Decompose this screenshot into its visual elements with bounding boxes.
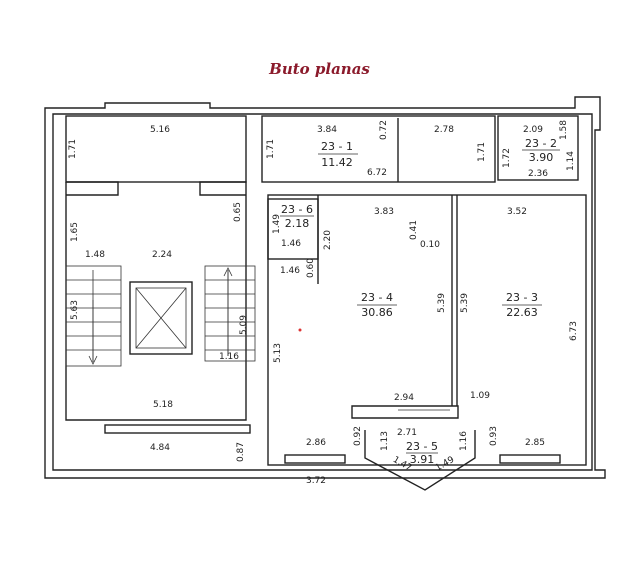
dim-label: 3.72 bbox=[306, 476, 326, 486]
room-23-5-id: 23 - 5 bbox=[406, 440, 438, 453]
dim-label: 0.10 bbox=[420, 240, 440, 250]
dim-label: 0.93 bbox=[489, 426, 499, 446]
dim-label: 4.84 bbox=[150, 443, 170, 453]
room-labels: 23 - 1 11.42 23 - 2 3.90 23 - 3 22.63 23… bbox=[280, 137, 560, 466]
dim-label: 0.41 bbox=[409, 220, 419, 240]
dim-label: 5.09 bbox=[239, 315, 249, 335]
dim-label: 3.52 bbox=[507, 207, 527, 217]
dim-label: 1.16 bbox=[219, 352, 239, 362]
room-23-6-id: 23 - 6 bbox=[281, 203, 313, 216]
dim-label: 5.39 bbox=[460, 293, 470, 313]
dim-label: 5.13 bbox=[273, 343, 283, 363]
room-23-4-id: 23 - 4 bbox=[361, 291, 393, 304]
dim-label: 6.73 bbox=[569, 321, 579, 341]
dim-label: 5.16 bbox=[150, 125, 170, 135]
room-23-1-id: 23 - 1 bbox=[321, 140, 353, 153]
stair-arrow-icon bbox=[88, 267, 233, 365]
dim-label: 2.71 bbox=[397, 428, 417, 438]
dim-label: 2.86 bbox=[306, 438, 326, 448]
dim-label: 3.84 bbox=[317, 125, 337, 135]
room-23-2-id: 23 - 2 bbox=[525, 137, 557, 150]
room-23-5-area: 3.91 bbox=[410, 453, 435, 466]
room-23-3-area: 22.63 bbox=[506, 306, 538, 319]
dim-label: 3.83 bbox=[374, 207, 394, 217]
dim-label: 5.63 bbox=[70, 300, 80, 320]
dim-label: 1.09 bbox=[470, 391, 490, 401]
marker-dot bbox=[298, 328, 302, 332]
room-23-2-area: 3.90 bbox=[529, 151, 554, 164]
plan-title: Buto planas bbox=[269, 60, 370, 78]
dim-label: 0.87 bbox=[236, 442, 246, 462]
dim-label: 0.65 bbox=[233, 202, 243, 222]
dim-label: 0.60 bbox=[306, 258, 316, 278]
dim-label: 1.71 bbox=[266, 139, 276, 159]
dim-label: 2.94 bbox=[394, 393, 414, 403]
dim-label: 1.46 bbox=[280, 266, 300, 276]
room-23-4-area: 30.86 bbox=[361, 306, 393, 319]
dim-label: 2.20 bbox=[323, 230, 333, 250]
dim-label: 1.14 bbox=[566, 151, 576, 171]
dim-label: 1.71 bbox=[477, 142, 487, 162]
dim-label: 1.13 bbox=[380, 431, 390, 451]
dim-label: 1.65 bbox=[70, 222, 80, 242]
dim-label: 1.49 bbox=[272, 214, 282, 234]
dim-label: 0.92 bbox=[353, 426, 363, 446]
dim-label: 1.48 bbox=[85, 250, 105, 260]
stair-hall bbox=[65, 115, 256, 434]
room-23-6-area: 2.18 bbox=[285, 217, 310, 230]
dim-label: 2.36 bbox=[528, 169, 548, 179]
dim-label: 2.78 bbox=[434, 125, 454, 135]
dim-label: 5.39 bbox=[437, 293, 447, 313]
room-23-3-id: 23 - 3 bbox=[506, 291, 538, 304]
dim-label: 2.85 bbox=[525, 438, 545, 448]
dim-label: 0.72 bbox=[379, 120, 389, 140]
dim-label: 1.16 bbox=[459, 431, 469, 451]
dim-label: 6.72 bbox=[367, 168, 387, 178]
dim-label: 1.58 bbox=[559, 120, 569, 140]
dim-label: 1.72 bbox=[502, 148, 512, 168]
dimension-labels: 5.16 1.71 3.84 0.72 2.78 2.09 1.58 1.71 … bbox=[68, 120, 579, 486]
dim-label: 2.24 bbox=[152, 250, 172, 260]
room-23-1-area: 11.42 bbox=[321, 156, 353, 169]
dim-label: 1.71 bbox=[68, 139, 78, 159]
apartment-walls bbox=[261, 115, 587, 491]
dim-label: 5.18 bbox=[153, 400, 173, 410]
dim-label: 2.09 bbox=[523, 125, 543, 135]
dim-label: 1.46 bbox=[281, 239, 301, 249]
